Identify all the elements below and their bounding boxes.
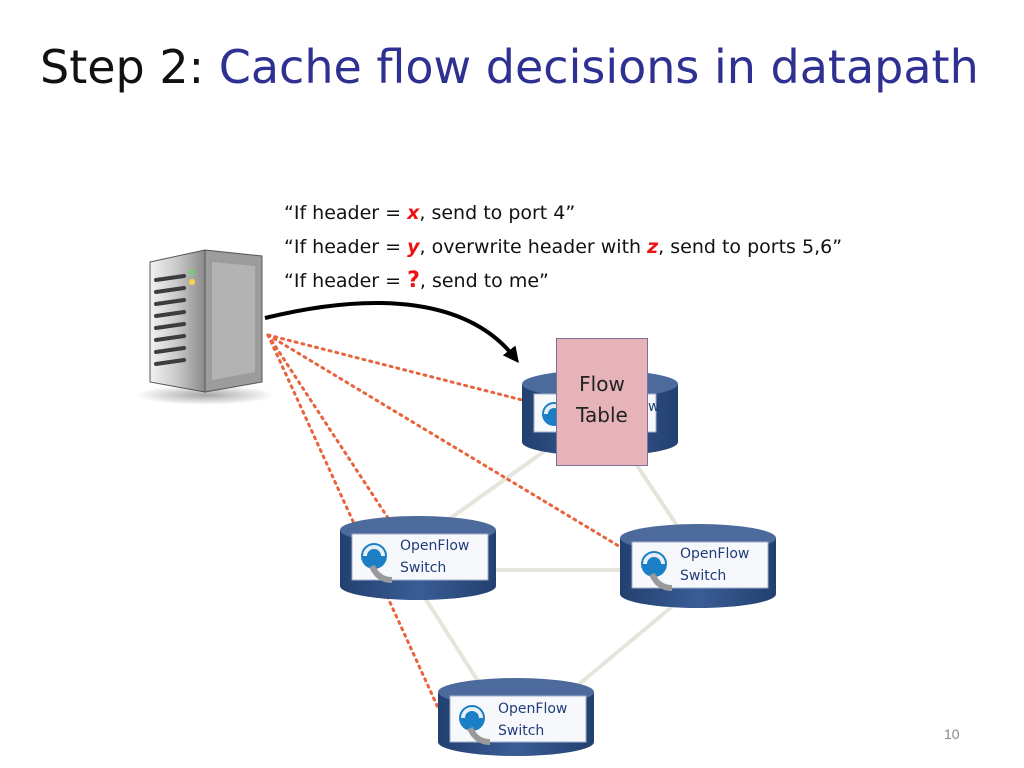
switch-bottom [438, 678, 594, 756]
flow-install-arrow [264, 300, 519, 364]
rule-variable: ? [407, 268, 420, 293]
switch-left-line2: Switch [400, 560, 447, 576]
switch-left-line1: OpenFlow [400, 538, 470, 554]
flow-table-box: Flow Table [556, 338, 648, 466]
flow-table-line1: Flow [579, 372, 625, 396]
switch-bottom-line1: OpenFlow [498, 701, 568, 717]
rule-text: , overwrite header with [419, 236, 648, 258]
flow-table-line2: Table [576, 403, 628, 427]
switch-left-label: OpenFlow Switch [400, 535, 469, 579]
switch-right-label: OpenFlow Switch [680, 543, 749, 587]
rule-line: “If header = ?, send to me” [284, 264, 842, 298]
switch-bottom-label: OpenFlow Switch [498, 698, 567, 742]
rule-variable: x [407, 202, 420, 224]
control-links [266, 333, 624, 714]
control-link-left [266, 333, 390, 520]
switch-right [620, 524, 776, 608]
link-right-bottom [558, 598, 682, 702]
rule-line: “If header = x, send to port 4” [284, 196, 842, 230]
rule-text: “If header = [284, 270, 408, 292]
rule-text: , send to ports 5,6” [658, 236, 843, 258]
controller-server-icon [135, 249, 275, 405]
flow-rules: “If header = x, send to port 4” “If head… [284, 196, 842, 298]
rule-variable: z [647, 236, 659, 258]
title-prefix: Step 2: [40, 40, 219, 94]
switch-left [340, 516, 496, 600]
rule-text: “If header = [284, 202, 408, 224]
control-link-bottom [266, 333, 442, 714]
switch-top-label-fragment: w [648, 399, 660, 415]
rule-line: “If header = y, overwrite header with z,… [284, 230, 842, 264]
page-number: 10 [944, 726, 960, 742]
slide-title: Step 2: Cache flow decisions in datapath [40, 40, 979, 95]
switch-bottom-line2: Switch [498, 723, 545, 739]
control-link-right [266, 333, 624, 550]
rule-text: , send to port 4” [419, 202, 576, 224]
control-link-top [266, 333, 532, 404]
title-main: Cache flow decisions in datapath [218, 40, 979, 94]
rule-variable: y [407, 236, 420, 258]
rule-text: , send to me” [419, 270, 549, 292]
switch-right-line1: OpenFlow [680, 546, 750, 562]
switch-right-line2: Switch [680, 568, 727, 584]
rule-text: “If header = [284, 236, 408, 258]
